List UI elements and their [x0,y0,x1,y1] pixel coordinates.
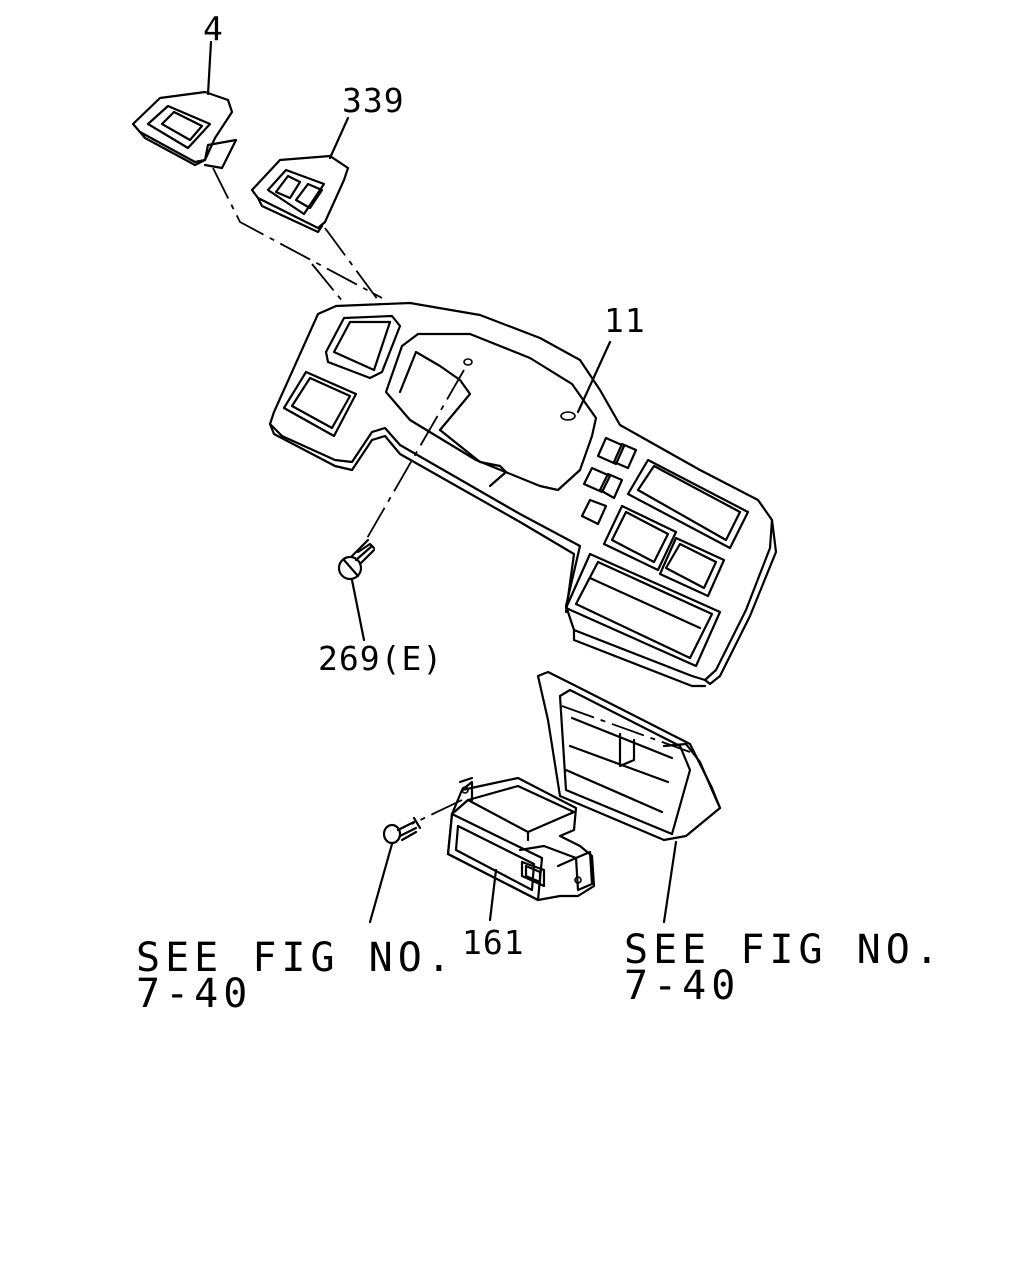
assembly-line-module-screw [411,799,463,825]
leader-line-console-trim [662,840,678,924]
reference-left-line2: 7-40 [136,971,253,1017]
reference-left-line1: SEE FIG NO. [136,935,456,981]
module-screw [382,816,422,845]
leader-line-part-11 [576,340,612,414]
screw-part-269 [337,538,376,581]
callout-part-11: 11 [604,301,646,340]
reference-right-line2: 7-40 [624,963,741,1009]
assembly-line-part-339 [324,227,379,301]
leader-line-module-screw [368,842,394,924]
console-trim-piece [536,670,722,842]
leader-line-part-339 [328,116,350,160]
instrument-panel-part-11 [268,301,778,688]
assembly-line-part-269 [365,369,465,541]
reference-right-line1: SEE FIG NO. [624,927,944,973]
callout-part-269: 269(E) [318,639,444,678]
callout-part-161: 161 [462,923,525,962]
assembly-line-part-4 [212,167,383,299]
switch-bezel-part-339 [250,154,350,234]
module-box-part-161 [446,776,596,902]
leader-line-part-4 [206,40,213,96]
switch-bezel-part-4 [131,90,238,170]
callout-part-4: 4 [203,9,224,48]
leader-line-part-161 [488,868,498,922]
callout-part-339: 339 [342,81,405,120]
leader-line-part-269 [350,578,366,642]
